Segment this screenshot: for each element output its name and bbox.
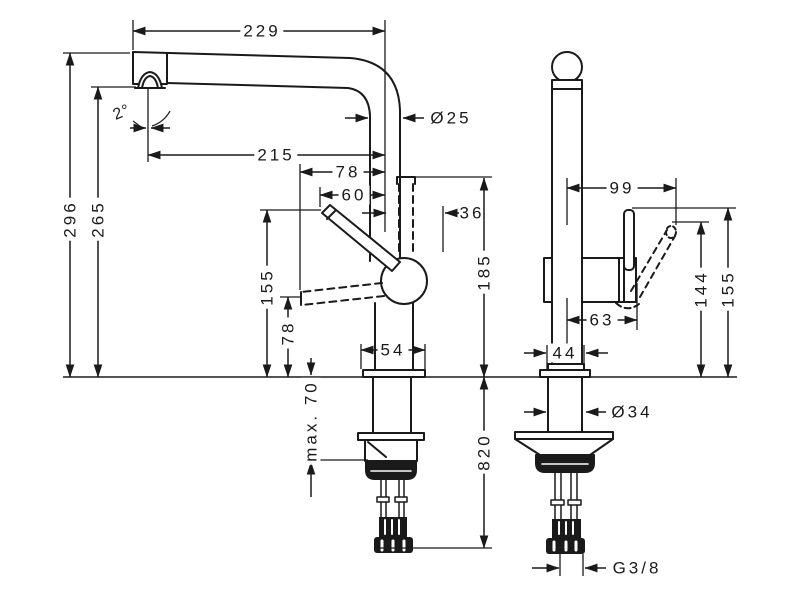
base-flange-front	[539, 369, 591, 378]
dim-spout-reach-overall: 229	[240, 21, 284, 41]
dim-height-outlet: 265	[88, 197, 108, 241]
handle-front-solid	[623, 209, 635, 271]
handle-side-solid	[321, 204, 401, 272]
dim-height-total: 296	[60, 197, 80, 241]
side-view-outline	[132, 51, 428, 553]
pipe-top-cap	[551, 51, 583, 83]
dim-base-diameter: 54	[377, 340, 409, 360]
dim-handle-offset: 60	[338, 185, 370, 205]
dim-mounting-max: max. 70	[301, 377, 321, 465]
dim-thread: G3/8	[612, 558, 662, 578]
mounting-nut-side	[365, 460, 417, 480]
dim-front-handle-top-height: 155	[718, 267, 738, 311]
spout-edge-front	[543, 257, 553, 303]
dim-hose-length: 820	[474, 430, 494, 474]
front-view-outline	[514, 51, 677, 554]
dim-swivel-offset: 36	[459, 203, 485, 223]
dim-height-pipe: 185	[474, 250, 494, 294]
dim-front-hub-reach: 63	[586, 310, 618, 330]
base-flange-side	[362, 369, 426, 378]
handle-side-dashed	[300, 282, 385, 306]
dim-spout-reach: 215	[254, 145, 298, 165]
dim-spout-diameter: Ø25	[430, 108, 472, 128]
handle-front-dashed	[630, 229, 676, 298]
swivel-pipe-dashed	[398, 183, 414, 255]
dim-handle-back-offset: 78	[332, 162, 364, 182]
dim-front-handle-tip-height: 144	[691, 267, 711, 311]
extension-lines	[63, 20, 736, 576]
dim-height-handle-top: 155	[257, 265, 277, 309]
dim-height-handle-down: 78	[278, 317, 298, 349]
dim-shank-diameter: Ø34	[611, 402, 653, 422]
dim-front-handle-reach: 99	[606, 178, 638, 198]
dim-front-body-width: 44	[549, 343, 581, 363]
hoses-front	[554, 471, 578, 520]
